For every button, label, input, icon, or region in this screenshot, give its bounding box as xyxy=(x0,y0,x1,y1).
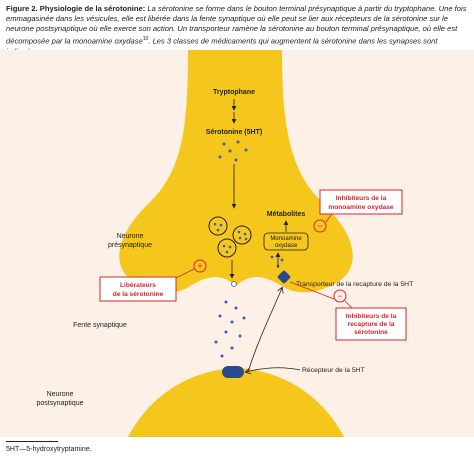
reuptake-inhibitor-minus-sign: − xyxy=(337,291,342,301)
mao-inhibitor-box xyxy=(319,189,403,215)
presynaptic-label-line1: Neurone xyxy=(117,233,144,240)
footnote: 5HT—5-hydroxytryptamine. xyxy=(6,446,92,453)
caption-body: La sérotonine se forme dans le bouton te… xyxy=(6,4,467,46)
vesicle-3 xyxy=(217,238,237,258)
reuptake-inhibitor-box-connector xyxy=(344,300,353,309)
caption-reference: 10 xyxy=(142,36,149,42)
mao-label-line2: oxydase xyxy=(275,243,298,249)
receptor-label: Récepteur de la 5HT xyxy=(302,367,365,374)
figure-caption: Figure 2. Physiologie de la sérotonine: … xyxy=(0,0,474,56)
reuptake-inhibitor-connector xyxy=(289,281,335,300)
reuptake-dots xyxy=(270,255,284,268)
mao-inhibitor-minus-sign: − xyxy=(317,221,322,231)
cleft-serotonin xyxy=(214,300,246,358)
releaser-connector xyxy=(175,268,195,279)
tryptophane-label: Tryptophane xyxy=(213,89,255,96)
reuptake-arrow xyxy=(247,288,282,373)
releaser-label-line1: Libérateurs xyxy=(120,282,156,289)
postsynaptic-neuron xyxy=(128,368,344,437)
vesicle-1 xyxy=(208,216,228,236)
releaser-label-line2: de la sérotonine xyxy=(113,291,164,298)
footnote-divider xyxy=(6,441,58,442)
serotonin-molecules xyxy=(218,140,248,162)
presynaptic-label-line2: présynaptique xyxy=(108,242,152,249)
mao-inhibitor-label-line2: monoamine oxydase xyxy=(328,204,394,211)
releaser-plus-icon xyxy=(193,259,207,273)
transporter-icon xyxy=(277,270,291,284)
reuptake-inhibitor-label-line3: sérotonine xyxy=(354,329,388,336)
mao-inhibitor-label-line1: Inhibiteurs de la xyxy=(336,195,387,202)
reuptake-inhibitor-label-line1: Inhibiteurs de la xyxy=(346,313,397,320)
releaser-plus-sign: + xyxy=(197,261,202,271)
serotonin-diagram: Tryptophane Sérotonine (5HT) Métabolites xyxy=(36,50,413,437)
mao-label-line1: Monoamine xyxy=(270,236,302,242)
mao-inhibitor-minus-icon xyxy=(313,219,327,233)
presynaptic-neuron xyxy=(119,50,353,293)
mao-box xyxy=(263,232,309,251)
postsynaptic-label-line1: Neurone xyxy=(47,391,74,398)
releaser-box xyxy=(99,276,177,302)
vesicle-2 xyxy=(232,225,252,245)
postsynaptic-label-line2: postsynaptique xyxy=(36,400,83,407)
diagram-panel: Tryptophane Sérotonine (5HT) Métabolites xyxy=(0,50,474,437)
receptor-icon xyxy=(222,366,244,378)
caption-title: Figure 2. Physiologie de la sérotonine: xyxy=(6,4,146,13)
synaptic-cleft-label: Fente synaptique xyxy=(73,322,127,329)
reuptake-inhibitor-label-line2: recapture de la xyxy=(348,321,395,328)
metabolites-label: Métabolites xyxy=(267,211,306,218)
release-point xyxy=(231,281,237,287)
serotonin-label: Sérotonine (5HT) xyxy=(206,129,262,136)
reuptake-inhibitor-minus-icon xyxy=(333,289,347,303)
binding-arrow xyxy=(246,367,301,372)
transporter-label: Transporteur de la recapture de la 5HT xyxy=(296,281,413,288)
reuptake-inhibitor-box xyxy=(335,307,407,341)
